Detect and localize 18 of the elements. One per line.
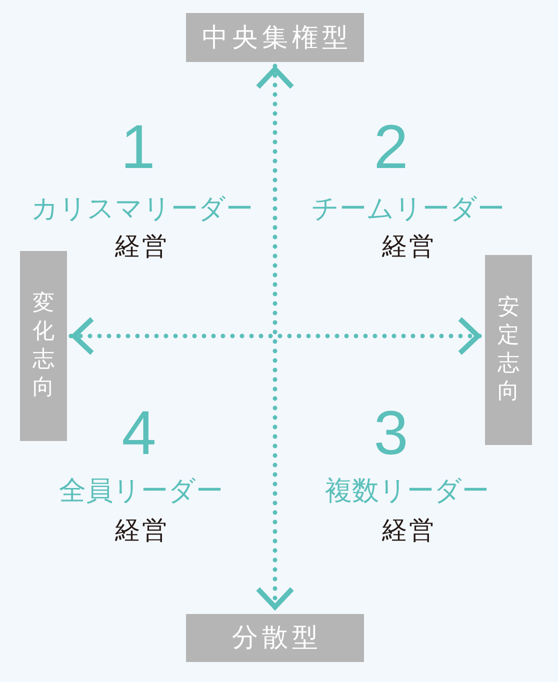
axis-label: 安定志向 [485, 255, 532, 445]
quadrant-subheading: 経営 [381, 234, 436, 258]
axis-label: 分散型 [186, 614, 364, 662]
quadrant-subheading: 経営 [381, 518, 436, 542]
quadrant-heading: 複数リーダー [325, 478, 489, 504]
quadrant-subheading: 経営 [114, 234, 169, 258]
quadrant-number: 3 [374, 403, 408, 465]
dotted-arrow [256, 64, 294, 612]
dotted-arrow [68, 316, 484, 356]
quadrant-number: 4 [122, 403, 156, 465]
quadrant-heading: チームリーダー [312, 196, 504, 222]
quadrant-heading: カリスマリーダー [31, 196, 253, 222]
axis-label: 変化志向 [20, 251, 67, 441]
axis-label: 中央集権型 [186, 13, 364, 62]
quadrant-heading: 全員リーダー [59, 478, 223, 504]
quadrant-number: 1 [120, 117, 156, 179]
quadrant-subheading: 経営 [114, 518, 169, 542]
quadrant-number: 2 [374, 117, 408, 179]
